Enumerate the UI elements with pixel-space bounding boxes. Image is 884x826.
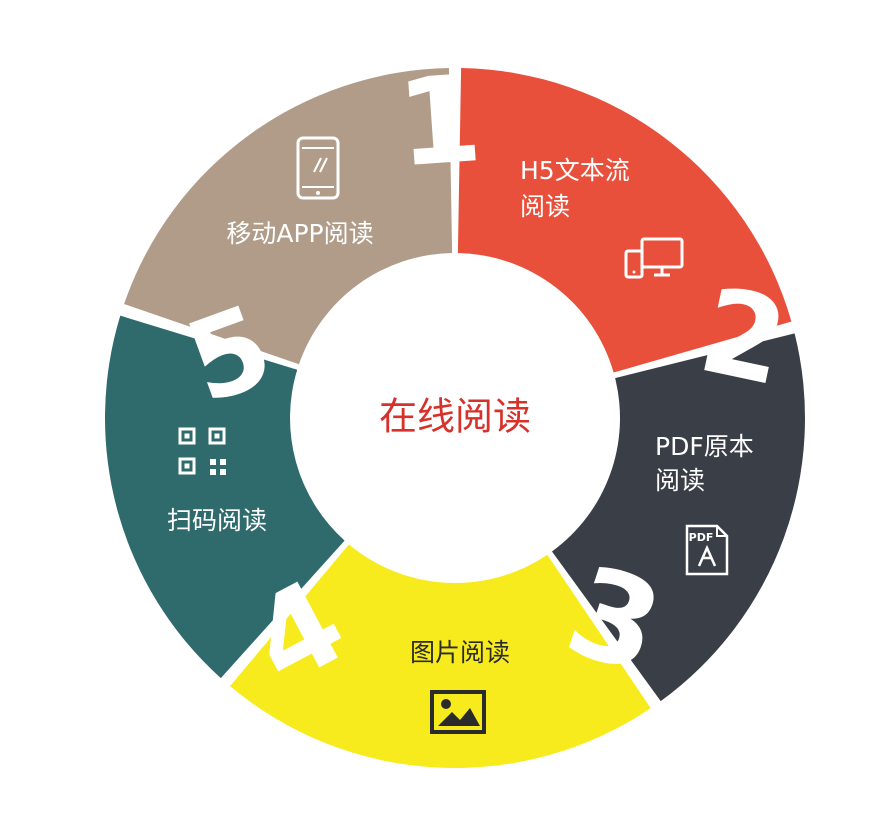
segment-label-image: 图片阅读 <box>410 638 510 667</box>
qr-code-icon <box>178 427 226 475</box>
segment-label-pdf-line1: PDF原本 <box>655 432 754 461</box>
devices-icon <box>624 237 684 279</box>
segment-label-app: 移动APP阅读 <box>226 219 373 248</box>
segment-label-h5-line2: 阅读 <box>520 192 570 221</box>
segment-scan <box>104 315 345 679</box>
image-icon <box>430 690 486 734</box>
pdf-icon-text: PDF <box>689 531 714 544</box>
center-label: 在线阅读 <box>379 395 531 439</box>
segment-app <box>124 68 453 365</box>
segment-scan-shape <box>104 315 345 679</box>
segments-layer <box>104 68 805 769</box>
segment-pdf-shape <box>551 333 805 702</box>
segment-app-shape <box>124 68 453 365</box>
segment-pdf <box>551 333 805 702</box>
segment-image <box>230 544 651 769</box>
segment-number-app: 1 <box>393 50 486 195</box>
segment-label-h5-line1: H5文本流 <box>520 156 630 185</box>
segment-image-shape <box>230 544 651 769</box>
pdf-document-icon: PDF <box>685 524 729 576</box>
segment-h5 <box>457 68 792 373</box>
segment-h5-shape <box>457 68 792 373</box>
segment-label-scan: 扫码阅读 <box>167 506 267 535</box>
segment-label-pdf-line2: 阅读 <box>655 466 705 495</box>
tablet-icon <box>296 136 340 200</box>
